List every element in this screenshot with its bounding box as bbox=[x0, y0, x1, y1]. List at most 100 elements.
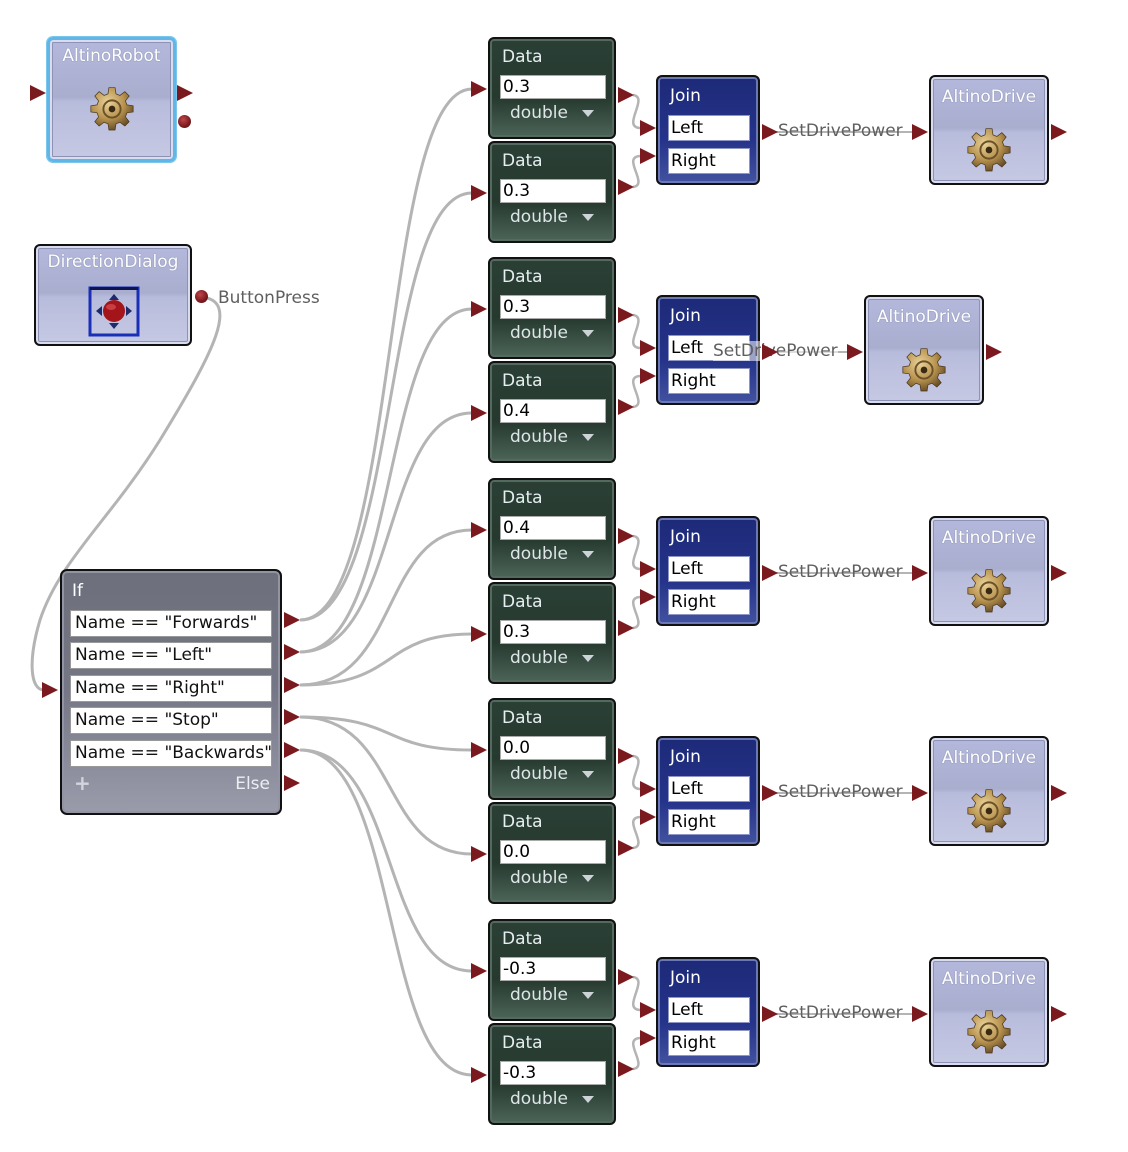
button-press-notification-pin[interactable] bbox=[195, 290, 208, 303]
altino-robot-output-pin[interactable] bbox=[177, 85, 193, 101]
join-left-field[interactable]: Left bbox=[668, 997, 750, 1023]
drive-output-pin[interactable] bbox=[1051, 785, 1067, 801]
data-input-pin[interactable] bbox=[471, 1067, 487, 1083]
join-right-field[interactable]: Right bbox=[668, 1030, 750, 1056]
if-output-pin-forwards[interactable] bbox=[284, 612, 300, 628]
data-input-pin[interactable] bbox=[471, 963, 487, 979]
join-left-field[interactable]: Left bbox=[668, 776, 750, 802]
data-value-field[interactable]: -0.3 bbox=[500, 957, 606, 981]
data-type-dropdown[interactable]: double bbox=[510, 207, 568, 227]
data-value-field[interactable]: 0.0 bbox=[500, 840, 606, 864]
if-output-pin-right[interactable] bbox=[284, 677, 300, 693]
join-output-pin[interactable] bbox=[762, 344, 778, 360]
join-right-field[interactable]: Right bbox=[668, 148, 750, 174]
data-input-pin[interactable] bbox=[471, 185, 487, 201]
altino-drive-block[interactable]: AltinoDrive bbox=[929, 516, 1049, 626]
data-type-dropdown[interactable]: double bbox=[510, 1089, 568, 1109]
data-input-pin[interactable] bbox=[471, 301, 487, 317]
drive-input-pin[interactable] bbox=[847, 344, 863, 360]
data-block-left[interactable]: Data 0.3 double bbox=[488, 37, 616, 139]
data-output-pin[interactable] bbox=[618, 748, 634, 764]
altino-robot-block[interactable]: AltinoRobot bbox=[47, 37, 176, 162]
join-block[interactable]: Join Left Right bbox=[656, 516, 760, 626]
altino-drive-block[interactable]: AltinoDrive bbox=[929, 736, 1049, 846]
join-right-field[interactable]: Right bbox=[668, 809, 750, 835]
drive-input-pin[interactable] bbox=[912, 565, 928, 581]
join-right-field[interactable]: Right bbox=[668, 368, 750, 394]
chevron-down-icon[interactable] bbox=[582, 992, 594, 999]
data-type-dropdown[interactable]: double bbox=[510, 764, 568, 784]
data-output-pin[interactable] bbox=[618, 528, 634, 544]
drive-output-pin[interactable] bbox=[1051, 1006, 1067, 1022]
altino-robot-notification-pin[interactable] bbox=[178, 115, 191, 128]
drive-output-pin[interactable] bbox=[986, 344, 1002, 360]
drive-input-pin[interactable] bbox=[912, 785, 928, 801]
join-output-pin[interactable] bbox=[762, 785, 778, 801]
data-output-pin[interactable] bbox=[618, 840, 634, 856]
chevron-down-icon[interactable] bbox=[582, 1096, 594, 1103]
data-input-pin[interactable] bbox=[471, 405, 487, 421]
data-input-pin[interactable] bbox=[471, 742, 487, 758]
drive-output-pin[interactable] bbox=[1051, 565, 1067, 581]
direction-dialog-block[interactable]: DirectionDialog bbox=[34, 244, 192, 346]
if-input-pin[interactable] bbox=[42, 682, 58, 698]
altino-drive-block[interactable]: AltinoDrive bbox=[929, 957, 1049, 1067]
if-condition-right[interactable]: Name == "Right" bbox=[70, 675, 272, 702]
chevron-down-icon[interactable] bbox=[582, 214, 594, 221]
join-output-pin[interactable] bbox=[762, 124, 778, 140]
data-block-right[interactable]: Data 0.4 double bbox=[488, 361, 616, 463]
drive-input-pin[interactable] bbox=[912, 1006, 928, 1022]
data-output-pin[interactable] bbox=[618, 1061, 634, 1077]
join-output-pin[interactable] bbox=[762, 1006, 778, 1022]
data-value-field[interactable]: 0.3 bbox=[500, 295, 606, 319]
data-value-field[interactable]: 0.4 bbox=[500, 399, 606, 423]
join-block[interactable]: Join Left Right bbox=[656, 75, 760, 185]
chevron-down-icon[interactable] bbox=[582, 655, 594, 662]
altino-robot-input-pin[interactable] bbox=[30, 85, 46, 101]
if-output-pin-left[interactable] bbox=[284, 644, 300, 660]
altino-drive-block[interactable]: AltinoDrive bbox=[864, 295, 984, 405]
data-block-right[interactable]: Data -0.3 double bbox=[488, 1023, 616, 1125]
if-condition-backwards[interactable]: Name == "Backwards" bbox=[70, 740, 272, 767]
join-left-field[interactable]: Left bbox=[668, 115, 750, 141]
data-type-dropdown[interactable]: double bbox=[510, 648, 568, 668]
join-left-input-pin[interactable] bbox=[640, 561, 656, 577]
data-value-field[interactable]: 0.3 bbox=[500, 75, 606, 99]
chevron-down-icon[interactable] bbox=[582, 551, 594, 558]
data-type-dropdown[interactable]: double bbox=[510, 427, 568, 447]
join-right-input-pin[interactable] bbox=[640, 368, 656, 384]
join-right-input-pin[interactable] bbox=[640, 148, 656, 164]
data-value-field[interactable]: -0.3 bbox=[500, 1061, 606, 1085]
data-block-left[interactable]: Data 0.0 double bbox=[488, 698, 616, 800]
data-type-dropdown[interactable]: double bbox=[510, 985, 568, 1005]
data-block-left[interactable]: Data 0.3 double bbox=[488, 257, 616, 359]
data-output-pin[interactable] bbox=[618, 179, 634, 195]
data-input-pin[interactable] bbox=[471, 522, 487, 538]
join-right-input-pin[interactable] bbox=[640, 589, 656, 605]
data-input-pin[interactable] bbox=[471, 626, 487, 642]
data-value-field[interactable]: 0.3 bbox=[500, 620, 606, 644]
chevron-down-icon[interactable] bbox=[582, 771, 594, 778]
join-left-input-pin[interactable] bbox=[640, 340, 656, 356]
data-value-field[interactable]: 0.0 bbox=[500, 736, 606, 760]
drive-output-pin[interactable] bbox=[1051, 124, 1067, 140]
chevron-down-icon[interactable] bbox=[582, 110, 594, 117]
chevron-down-icon[interactable] bbox=[582, 434, 594, 441]
if-condition-stop[interactable]: Name == "Stop" bbox=[70, 707, 272, 734]
data-type-dropdown[interactable]: double bbox=[510, 103, 568, 123]
if-condition-left[interactable]: Name == "Left" bbox=[70, 642, 272, 669]
if-output-pin-stop[interactable] bbox=[284, 709, 300, 725]
if-output-pin-else[interactable] bbox=[284, 775, 300, 791]
data-block-left[interactable]: Data -0.3 double bbox=[488, 919, 616, 1021]
data-output-pin[interactable] bbox=[618, 307, 634, 323]
data-type-dropdown[interactable]: double bbox=[510, 868, 568, 888]
data-type-dropdown[interactable]: double bbox=[510, 544, 568, 564]
join-right-input-pin[interactable] bbox=[640, 809, 656, 825]
join-right-input-pin[interactable] bbox=[640, 1030, 656, 1046]
data-value-field[interactable]: 0.4 bbox=[500, 516, 606, 540]
drive-input-pin[interactable] bbox=[912, 124, 928, 140]
data-value-field[interactable]: 0.3 bbox=[500, 179, 606, 203]
data-block-right[interactable]: Data 0.3 double bbox=[488, 582, 616, 684]
join-output-pin[interactable] bbox=[762, 565, 778, 581]
join-block[interactable]: Join Left Right bbox=[656, 957, 760, 1067]
